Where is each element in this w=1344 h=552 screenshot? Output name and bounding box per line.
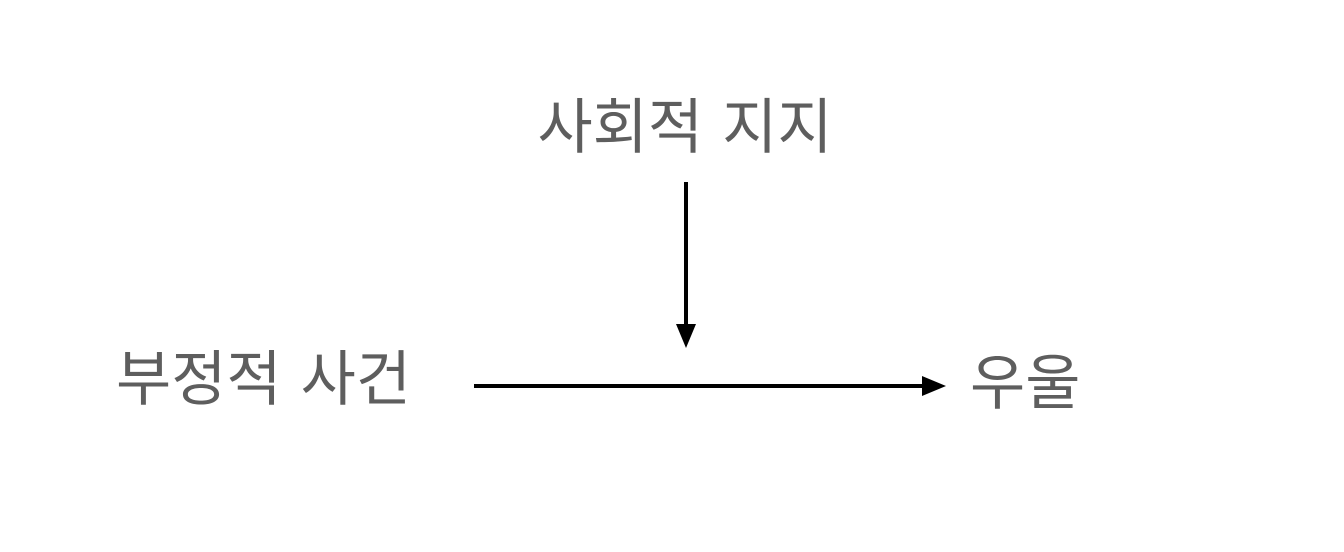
main-effect-arrow (474, 376, 946, 396)
predictor-label: 부정적 사건 (116, 345, 412, 415)
moderation-arrow (676, 182, 696, 348)
outcome-label: 우울 (970, 349, 1081, 419)
moderator-label: 사회적 지지 (537, 93, 833, 163)
